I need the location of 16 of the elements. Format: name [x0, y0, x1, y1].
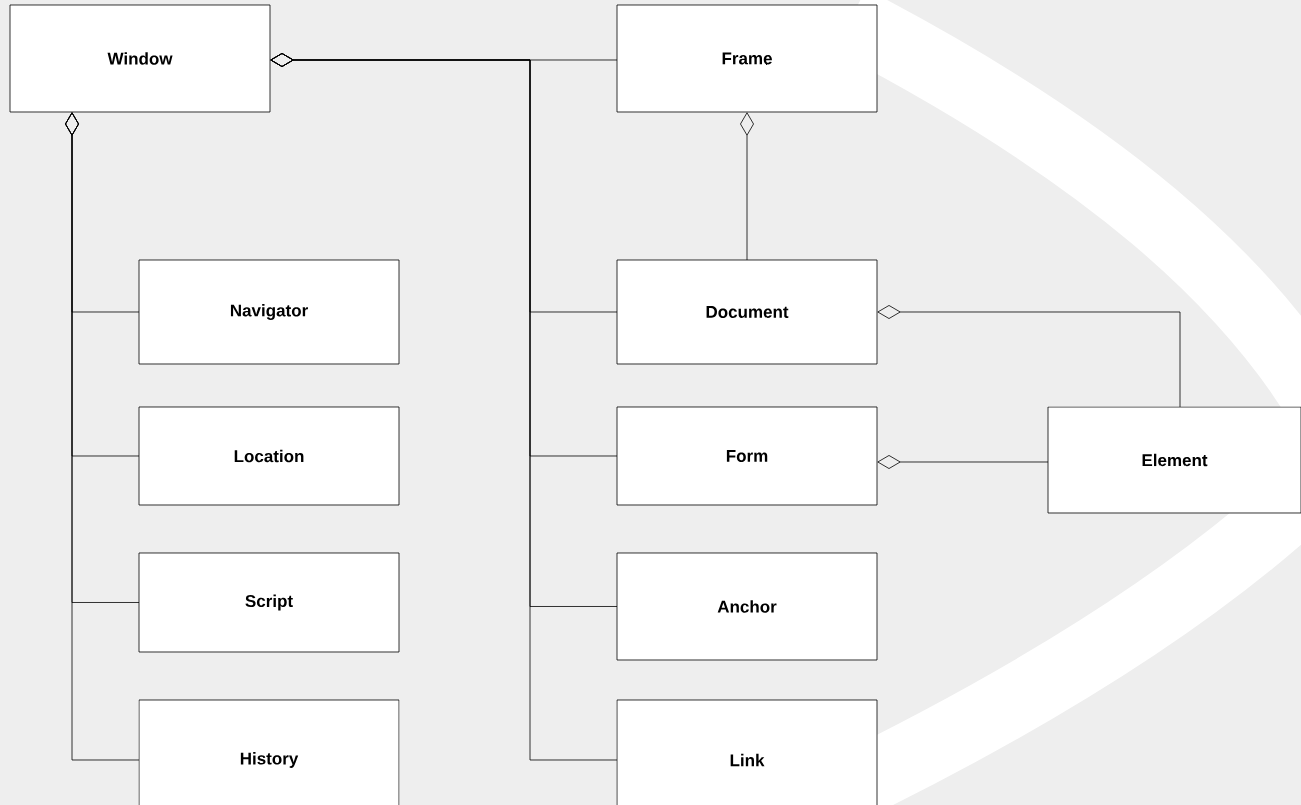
aggregation-line: [270, 53, 618, 761]
class-box: Document: [616, 259, 878, 365]
class-box: Script: [138, 552, 400, 653]
aggregation-line: [65, 112, 140, 761]
class-box: Navigator: [138, 259, 400, 365]
aggregation-line: [877, 455, 1049, 469]
aggregation-line: [740, 112, 754, 261]
class-box: Element: [1047, 406, 1301, 514]
class-box: Link: [616, 699, 878, 805]
class-box: Location: [138, 406, 400, 506]
class-box: Window: [9, 4, 271, 113]
aggregation-line: [877, 305, 1181, 408]
class-box: Anchor: [616, 552, 878, 661]
class-box: History: [138, 699, 400, 805]
class-box: Frame: [616, 4, 878, 113]
class-box: Form: [616, 406, 878, 506]
